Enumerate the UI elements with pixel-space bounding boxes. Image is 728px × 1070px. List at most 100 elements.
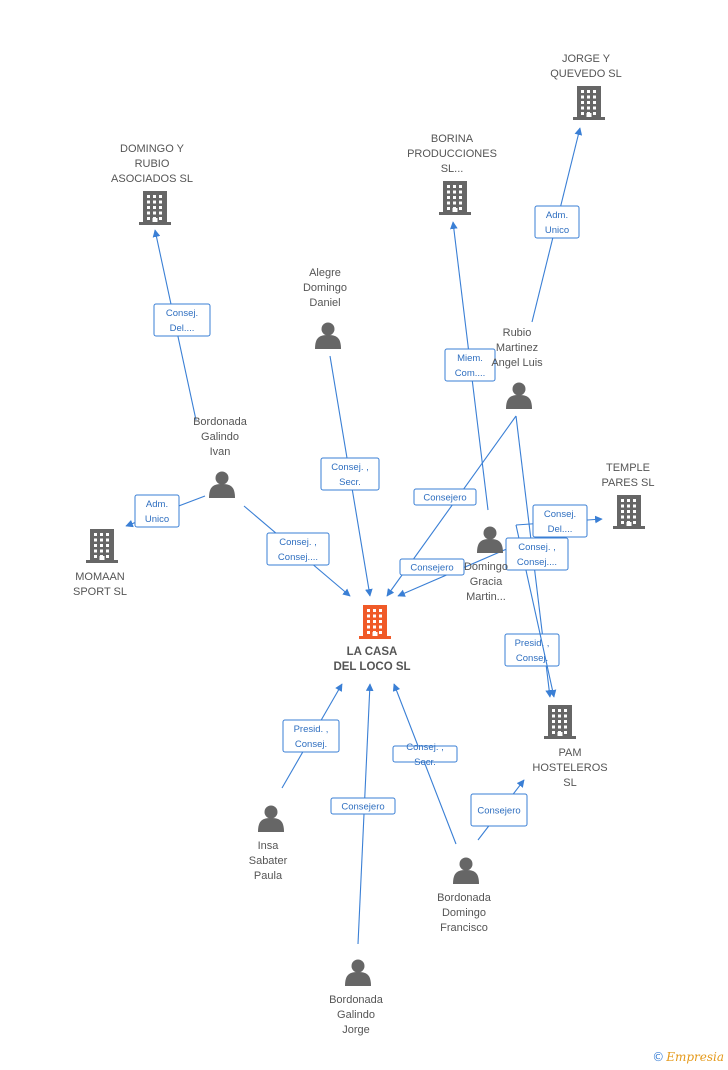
edge-label[interactable]: Consej.Del.... [532,504,588,538]
node-label: DOMINGO Y [120,143,185,155]
node-label: Bordonada [329,994,384,1006]
node-label: BORINA [431,133,474,145]
node-label: Domingo [303,282,347,294]
edge-label-box[interactable] [470,793,528,827]
brand-name: Empresia [666,1050,724,1064]
edge-9: Consej.Del.... [515,504,603,538]
edge-label-text: Secr. [339,477,361,488]
node-label: Ivan [210,446,231,458]
edge-line [392,683,457,845]
edge-label-text: Consej. , [406,742,444,753]
edge-label-box[interactable] [320,457,380,491]
edge-label[interactable]: Consej. ,Consej.... [505,537,569,571]
node-gracia[interactable]: DomingoGraciaMartin... [464,526,508,604]
edge-label[interactable]: Consej. ,Secr. [320,457,380,491]
person-icon [453,857,479,884]
edge-label[interactable]: Consej. ,Consej.... [266,532,330,566]
edge-label[interactable]: Miem. Com.... [444,348,496,382]
edge-label-text: Consej. [295,739,327,750]
node-label: Paula [254,870,283,882]
edge-label-text: Com.... [455,368,486,379]
edge-label-text: Miem. [457,353,483,364]
edge-label[interactable]: Consejero [413,488,477,506]
node-domingo_rubio[interactable]: DOMINGO Y RUBIO ASOCIADOS SL [111,143,193,225]
node-label: HOSTELEROS [532,762,607,774]
company-building-icon [439,181,471,215]
node-label: LA CASA [347,646,398,658]
edge-label-box[interactable] [392,745,458,763]
edge-label-box[interactable] [134,494,180,528]
node-label: Domingo [442,907,486,919]
person-icon [209,471,235,498]
edge-8: Consejero [397,544,517,597]
node-borina[interactable]: BORINAPRODUCCIONESSL... [407,133,497,215]
company-building-icon [544,705,576,739]
edge-label-text: Consejero [410,563,453,574]
edge-label-text: Presid. , [294,724,329,735]
edge-4: Miem. Com.... [444,221,496,511]
node-label: Insa [258,840,280,852]
edge-label-text: Consej. [544,509,576,520]
node-label: Francisco [440,922,488,934]
edge-label[interactable]: Consej.Del.... [153,303,211,337]
edge-label-box[interactable] [505,537,569,571]
node-label: Alegre [309,267,341,279]
node-label: Galindo [201,431,239,443]
edge-label-box[interactable] [534,205,580,239]
company-building-icon [613,495,645,529]
edge-label-text: Consejero [341,802,384,813]
edge-label[interactable]: Consejero [330,797,396,815]
edge-label-box[interactable] [282,719,340,753]
node-label: Bordonada [437,892,492,904]
person-icon [345,959,371,986]
node-label: TEMPLE [606,462,650,474]
edge-label-box[interactable] [413,488,477,506]
edge-label-text: Consej.... [278,552,318,563]
edge-label-box[interactable] [399,558,465,576]
edge-label-box[interactable] [444,348,496,382]
edge-label-box[interactable] [532,504,588,538]
node-label: RUBIO [135,158,170,170]
node-label: Domingo [464,561,508,573]
node-label: SL [563,777,576,789]
edge-label[interactable]: Adm.Unico [134,494,180,528]
edge-label-text: Del.... [170,323,195,334]
edge-12: Consejero [330,683,396,945]
edge-label-text: Adm. [146,499,168,510]
edge-label[interactable]: Adm. Unico [534,205,580,239]
edge-label[interactable]: Presid. ,Consej. [504,633,560,667]
main-company-building-icon [359,605,391,639]
edge-label[interactable]: Presid. , Consej. [282,719,340,753]
edge-label-box[interactable] [266,532,330,566]
edge-label[interactable]: Consejero [470,793,528,827]
node-label: QUEVEDO SL [550,68,622,80]
edge-label-text: Adm. [546,210,568,221]
node-pam[interactable]: PAM HOSTELEROS SL [532,705,608,789]
edge-label[interactable]: Consej. ,Secr. [392,742,458,768]
edge-label-text: Consejero [423,493,466,504]
edge-label-box[interactable] [153,303,211,337]
node-label: PAM [558,747,581,759]
edge-label-text: Unico [545,225,569,236]
edge-label-box[interactable] [330,797,396,815]
person-icon [477,526,503,553]
edge-label-text: Presid. , [515,638,550,649]
company-building-icon [573,86,605,120]
node-label: ASOCIADOS SL [111,173,193,185]
edge-2: Consej. ,Consej.... [243,505,351,597]
edge-0: Consej.Del.... [152,229,211,421]
node-label: Rubio [503,327,532,339]
edge-label[interactable]: Consejero [399,558,465,576]
